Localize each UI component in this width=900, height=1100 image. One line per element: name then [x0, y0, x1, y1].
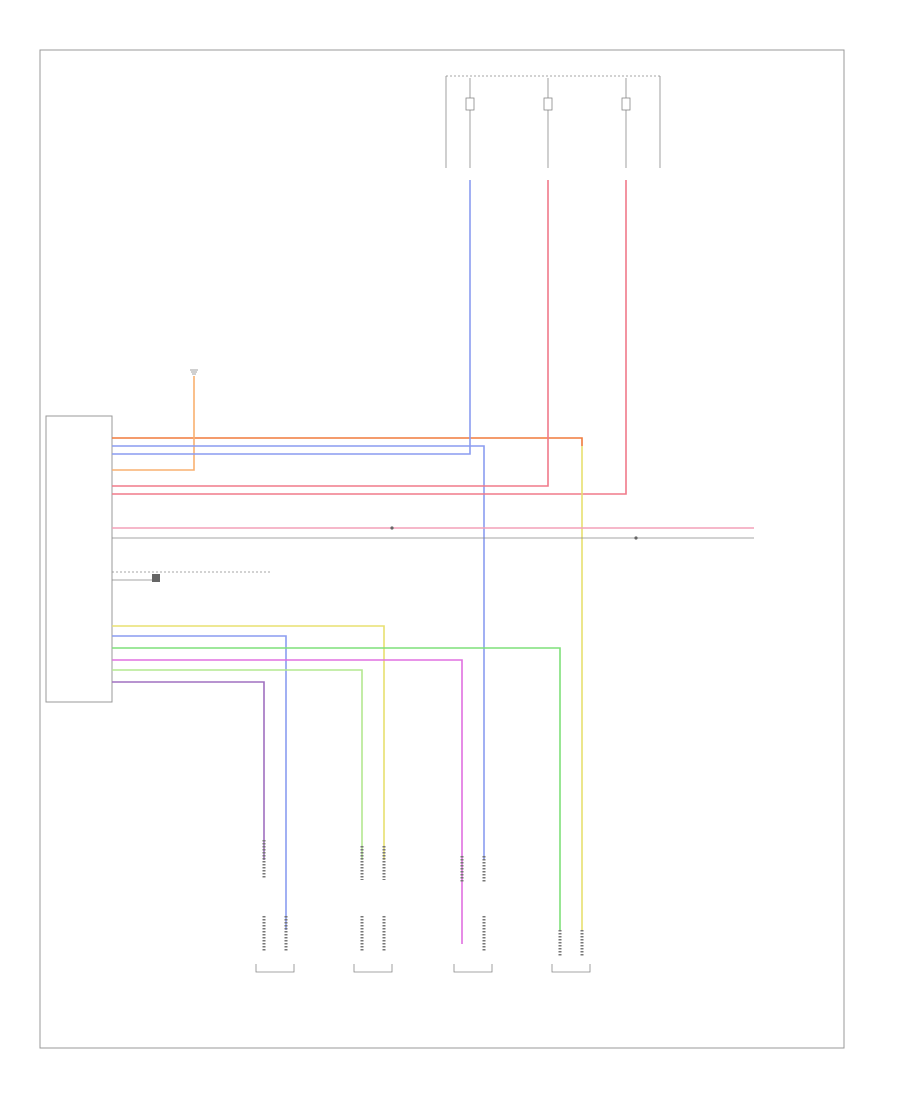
wire-blue-2 [112, 445, 485, 860]
wire-red-fuse-2 [112, 180, 549, 487]
wire-yellow-lr [112, 625, 385, 860]
wire-red-fuse-3 [112, 180, 627, 495]
speaker-left-front [551, 964, 591, 973]
splice-point-1 [390, 526, 394, 530]
wire-green-lf [112, 647, 561, 930]
speaker-right-rear [255, 964, 295, 973]
wire-magenta-rf [112, 659, 463, 944]
power-distribution-box [445, 75, 661, 168]
speaker-left-rear [353, 964, 393, 973]
wire-purple-rr [112, 681, 265, 860]
diagram-frame [39, 49, 845, 1049]
radio-module-box [45, 415, 113, 703]
fuse-3 [621, 78, 631, 168]
antenna-connector [112, 571, 272, 582]
wire-blue-rr [112, 635, 287, 930]
wire-light-green-lr [112, 669, 363, 860]
inline-connectors [262, 840, 584, 956]
wire-light-orange [112, 376, 195, 471]
splice-point-2 [634, 536, 638, 540]
speaker-right-front [453, 964, 493, 973]
fuse-2 [543, 78, 553, 168]
fuse-1 [465, 78, 475, 168]
wire-orange [112, 437, 583, 446]
wire-blue-fuse [112, 180, 471, 455]
ground-symbol [190, 369, 198, 375]
